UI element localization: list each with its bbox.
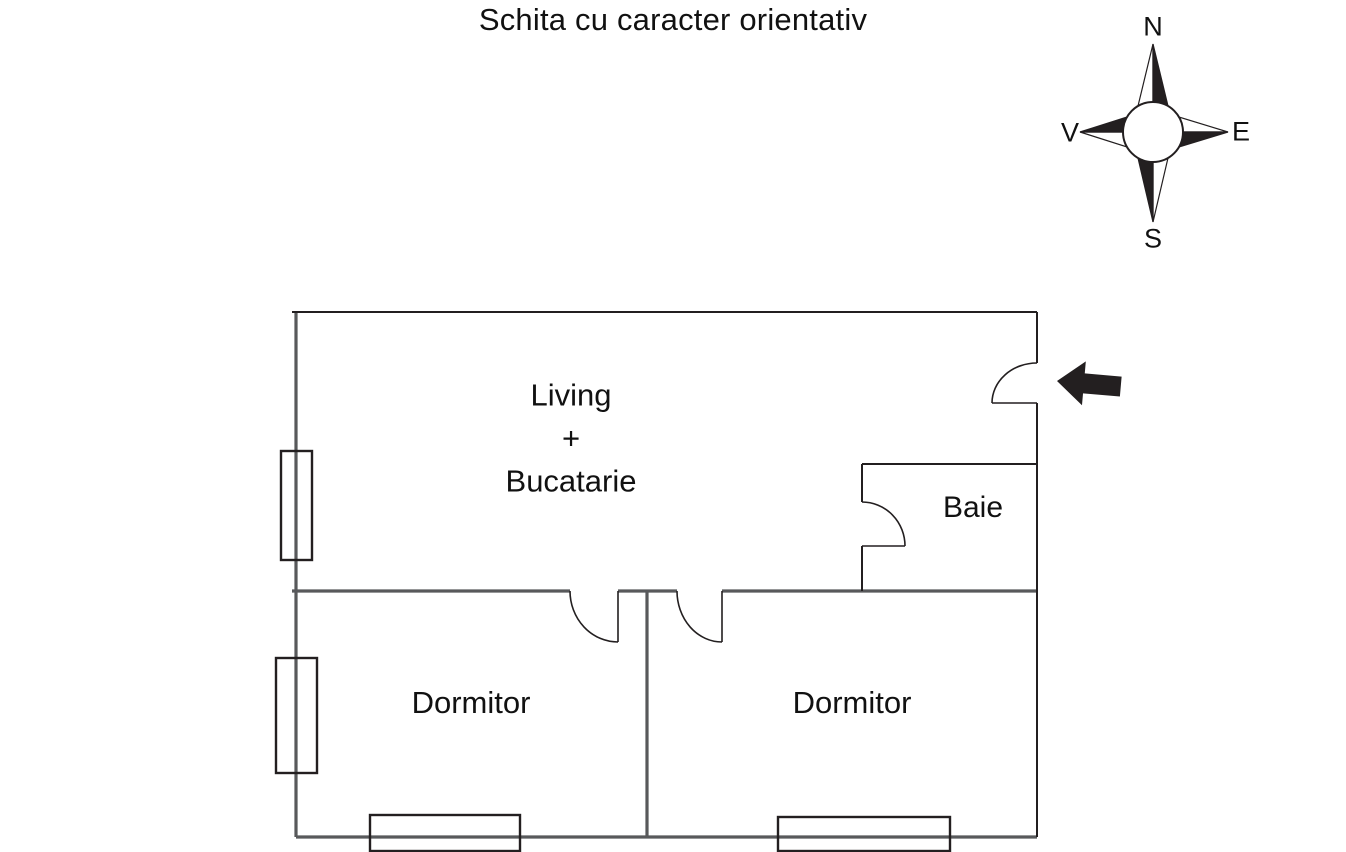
living-line: Living bbox=[530, 377, 612, 413]
compass-west-label: V bbox=[1060, 117, 1080, 148]
window-bedroom-right-bottom bbox=[776, 815, 952, 852]
window-living-left bbox=[279, 449, 314, 562]
room-label-living-kitchen: Living + Bucatarie bbox=[506, 374, 637, 503]
bedroom-left-door-arc bbox=[569, 590, 619, 643]
room-label-bedroom-left: Dormitor bbox=[411, 685, 531, 720]
plus-line: + bbox=[561, 420, 581, 456]
room-label-bathroom: Baie bbox=[942, 491, 1004, 524]
gray-walls bbox=[292, 312, 1037, 839]
windows bbox=[274, 449, 952, 852]
entrance-door-arc bbox=[991, 362, 1038, 404]
page-title: Schita cu caracter orientativ bbox=[478, 2, 868, 37]
entrance-arrow-icon bbox=[1057, 361, 1122, 406]
window-bedroom-left-wall bbox=[274, 656, 319, 775]
compass-north-label: N bbox=[1143, 11, 1163, 42]
room-label-bedroom-right: Dormitor bbox=[792, 685, 912, 720]
compass-circle bbox=[1122, 101, 1184, 163]
black-walls bbox=[292, 311, 1038, 837]
window-bedroom-left-bottom bbox=[368, 813, 522, 852]
wall-bathroom bbox=[861, 463, 1037, 591]
bedroom-right-door-arc bbox=[676, 590, 723, 643]
kitchen-line: Bucatarie bbox=[505, 463, 637, 499]
compass-east-label: E bbox=[1231, 116, 1251, 147]
bathroom-door-arc bbox=[861, 501, 906, 547]
doors bbox=[569, 362, 1038, 643]
compass-rose-icon bbox=[1079, 43, 1229, 223]
compass-south-label: S bbox=[1143, 223, 1163, 254]
